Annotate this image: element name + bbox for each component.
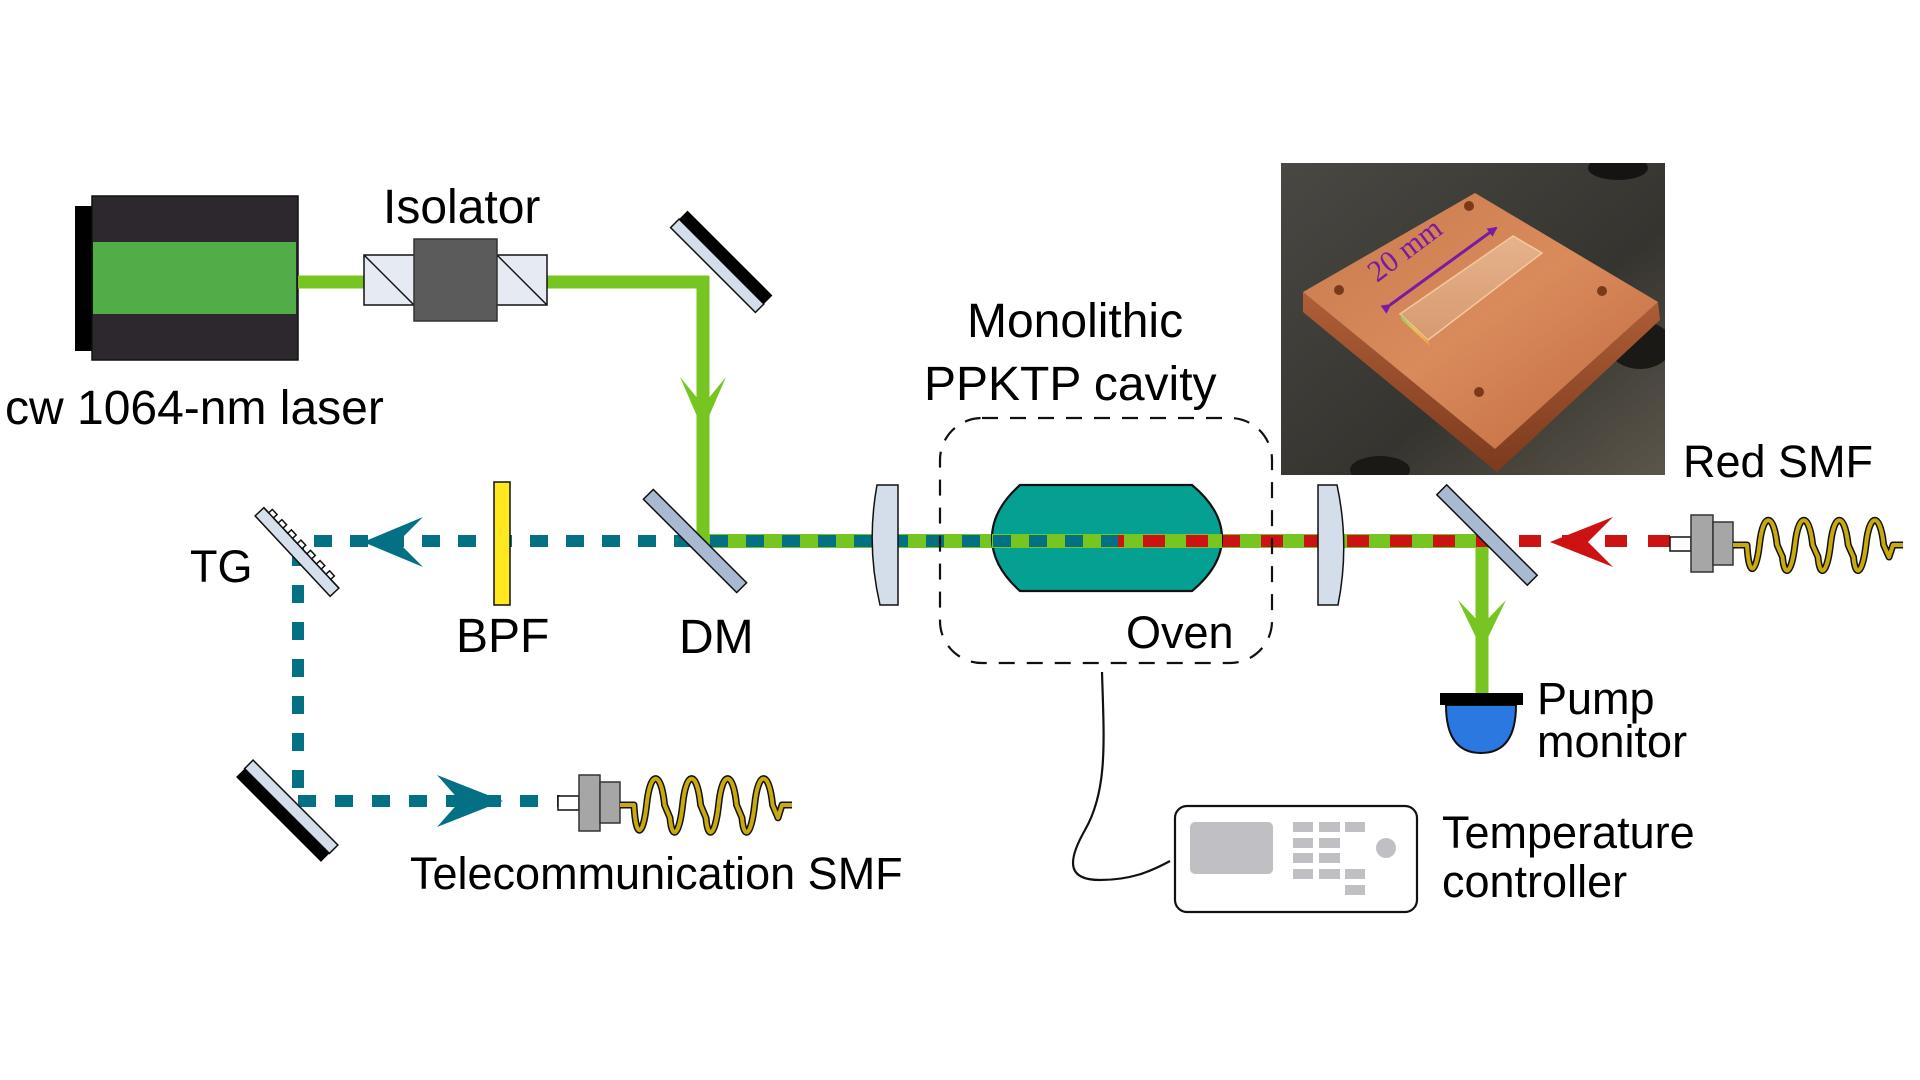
laser-back-plate: [75, 206, 93, 351]
oven-enclosure: [938, 416, 1274, 665]
telecom-arrow-right: [437, 775, 503, 827]
pump-monitor-label-line1: Pump: [1537, 673, 1655, 724]
fiber-connector-nut: [1712, 521, 1734, 566]
cavity-label-line2: PPKTP cavity: [924, 358, 1217, 411]
telecom-arrow-left: [363, 517, 423, 567]
temp-controller-label-line2: controller: [1442, 856, 1627, 907]
laser-green-band: [93, 242, 296, 314]
dm-label: DM: [679, 611, 754, 664]
controller-display: [1190, 822, 1273, 874]
fiber-ferrule: [1669, 536, 1692, 552]
detector-bar: [1440, 693, 1523, 705]
cavity-label-line1: Monolithic: [967, 295, 1183, 348]
detector-dome: [1444, 704, 1518, 755]
isolator-polarizer-diagonal: [363, 254, 415, 306]
fiber-coil-strand: [620, 776, 792, 835]
mirror-bottom: [236, 759, 339, 862]
pump-arrow-down-monitor: [1458, 600, 1506, 650]
fiber-connector: [578, 774, 601, 832]
band-pass-filter: [493, 481, 511, 606]
red-beam: [1120, 517, 1670, 567]
lens-right: [1317, 484, 1345, 606]
dichroic-mirror: [642, 488, 748, 594]
telecom-fiber: [557, 774, 792, 836]
telecom-beam: [292, 517, 1124, 827]
oven-label: Oven: [1126, 607, 1234, 658]
bpf-label: BPF: [456, 610, 549, 663]
controller-cable: [1071, 671, 1171, 882]
controller-keypad: [1293, 822, 1365, 895]
fiber-connector: [1690, 514, 1714, 573]
temperature-controller: [1173, 804, 1419, 914]
red-smf-label: Red SMF: [1683, 436, 1873, 487]
tg-label: TG: [190, 541, 253, 592]
pump-pickoff-mirror: [1435, 483, 1539, 587]
transmission-grating: [254, 506, 340, 598]
dimension-arrow: [1380, 226, 1498, 314]
fiber-ferrule: [557, 795, 580, 811]
isolator-polarizer-diagonal: [496, 254, 548, 306]
fiber-connector-nut: [599, 781, 621, 824]
lens-left: [871, 484, 899, 606]
red-arrow-left: [1550, 517, 1613, 567]
pump-arrow-down: [680, 377, 726, 430]
red-fiber: [1669, 514, 1903, 574]
isolator-faraday-rotator: [413, 238, 498, 322]
telecom-smf-label: Telecommunication SMF: [410, 848, 903, 899]
isolator-label: Isolator: [383, 181, 540, 234]
laser-source: [75, 195, 299, 361]
pump-monitor-label-line2: monitor: [1537, 716, 1687, 767]
fiber-coil-strand: [1733, 518, 1903, 573]
isolator: [363, 238, 548, 322]
temp-controller-label-line1: Temperature: [1442, 807, 1695, 858]
mirror-top: [669, 210, 773, 314]
laser-label: cw 1064-nm laser: [5, 382, 384, 435]
controller-knob: [1376, 838, 1396, 858]
crystal-photo-inset: 20 mm: [1281, 163, 1665, 475]
pump-monitor-detector: [1440, 693, 1523, 755]
